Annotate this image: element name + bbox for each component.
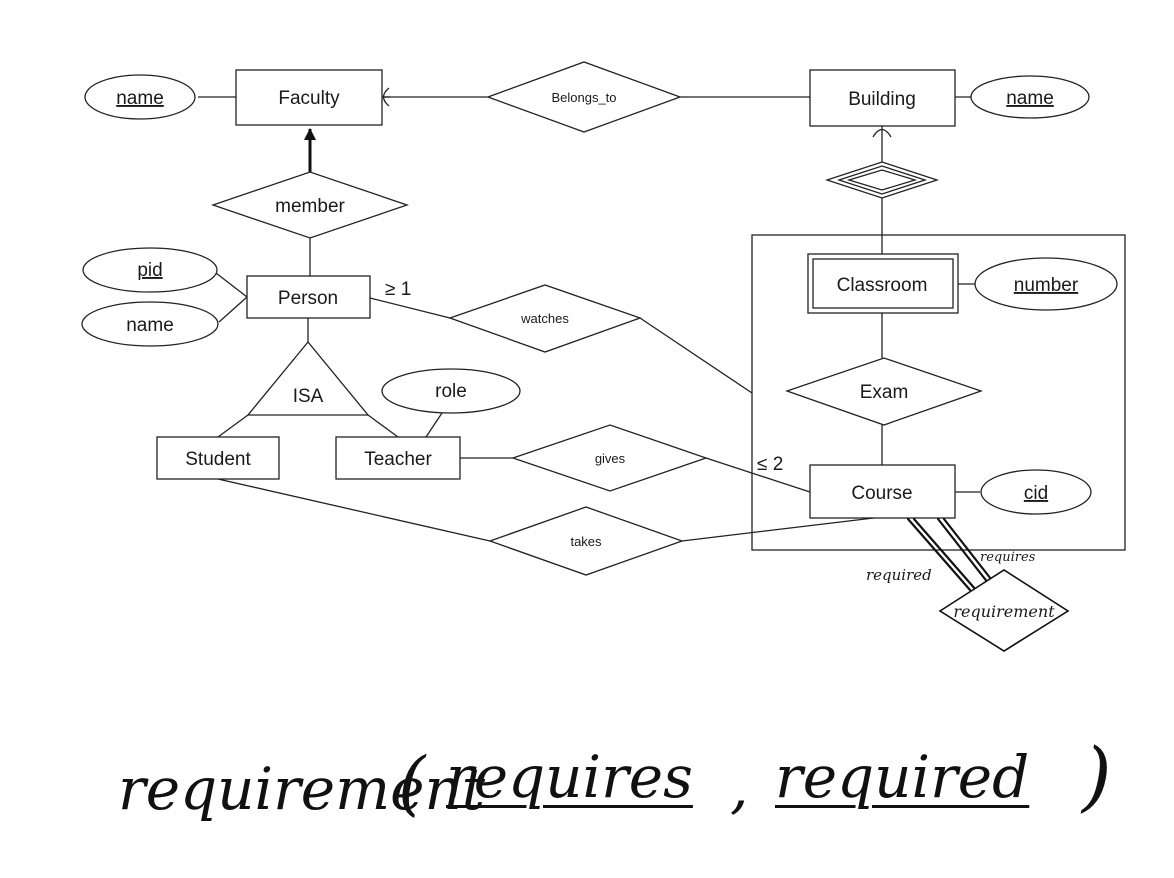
entity-building: Building: [809, 69, 956, 127]
attribute-course-cid: cid: [980, 469, 1092, 515]
schema-key-required: required: [775, 743, 1030, 811]
entity-student: Student: [156, 436, 280, 480]
svg-text:Faculty: Faculty: [278, 88, 340, 109]
aggregation-box: [751, 234, 1126, 551]
svg-text:requirement: requirement: [953, 602, 1055, 621]
cardinality-watches: ≥ 1: [385, 279, 411, 300]
svg-text:cid: cid: [1024, 483, 1048, 504]
arrow-marks: [304, 87, 892, 172]
isa-triangle: ISA: [246, 340, 370, 416]
schema-relation-name: requirement: [118, 755, 486, 823]
svg-text:Student: Student: [185, 449, 251, 470]
svg-text:pid: pid: [137, 260, 162, 281]
svg-text:name: name: [1006, 88, 1054, 109]
svg-text:Person: Person: [278, 288, 338, 309]
identifying-relationship-diamond: [824, 161, 940, 199]
handwritten-schema: requirement ( requires , required ): [0, 720, 1174, 860]
svg-text:watches: watches: [520, 311, 569, 326]
schema-key-requires: requires: [446, 743, 693, 811]
svg-text:ISA: ISA: [293, 386, 324, 407]
role-label-requires: requires: [980, 550, 1036, 565]
svg-text:Building: Building: [848, 89, 916, 110]
svg-text:takes: takes: [570, 534, 602, 549]
entity-teacher: Teacher: [335, 436, 461, 480]
entity-person: Person: [246, 275, 371, 319]
svg-text:Classroom: Classroom: [837, 275, 928, 296]
relationship-watches: watches: [448, 284, 642, 353]
role-label-required: required: [866, 566, 932, 584]
svg-text:Teacher: Teacher: [364, 449, 432, 470]
relationship-gives: gives: [510, 424, 708, 492]
attribute-faculty-name: name: [84, 74, 196, 120]
schema-comma: ,: [730, 753, 749, 821]
relationship-exam: Exam: [785, 357, 983, 426]
relationship-member: member: [210, 171, 410, 239]
svg-text:Exam: Exam: [860, 382, 909, 403]
attribute-teacher-role: role: [381, 368, 521, 414]
svg-text:number: number: [1014, 275, 1079, 296]
handwritten-requirement-relationship: requirement required requires: [866, 517, 1070, 652]
svg-text:member: member: [275, 196, 345, 217]
attribute-classroom-number: number: [974, 257, 1118, 311]
relationship-takes: takes: [488, 506, 684, 576]
svg-text:Course: Course: [851, 483, 912, 504]
attribute-person-pid: pid: [82, 247, 218, 293]
cardinality-gives: ≤ 2: [757, 454, 783, 475]
svg-text:name: name: [126, 315, 174, 336]
schema-close-paren: ): [1082, 731, 1112, 820]
entity-faculty: Faculty: [235, 69, 383, 126]
connector-lines: [198, 96, 980, 542]
attribute-person-name: name: [81, 301, 219, 347]
svg-text:name: name: [116, 88, 164, 109]
svg-text:gives: gives: [595, 451, 626, 466]
attribute-building-name: name: [970, 75, 1090, 119]
svg-text:Belongs_to: Belongs_to: [551, 90, 616, 105]
entity-course: Course: [809, 464, 956, 519]
svg-text:role: role: [435, 381, 467, 402]
schema-open-paren: (: [398, 742, 426, 824]
weak-entity-classroom: Classroom: [807, 253, 959, 314]
relationship-belongs-to: Belongs_to: [486, 61, 682, 133]
